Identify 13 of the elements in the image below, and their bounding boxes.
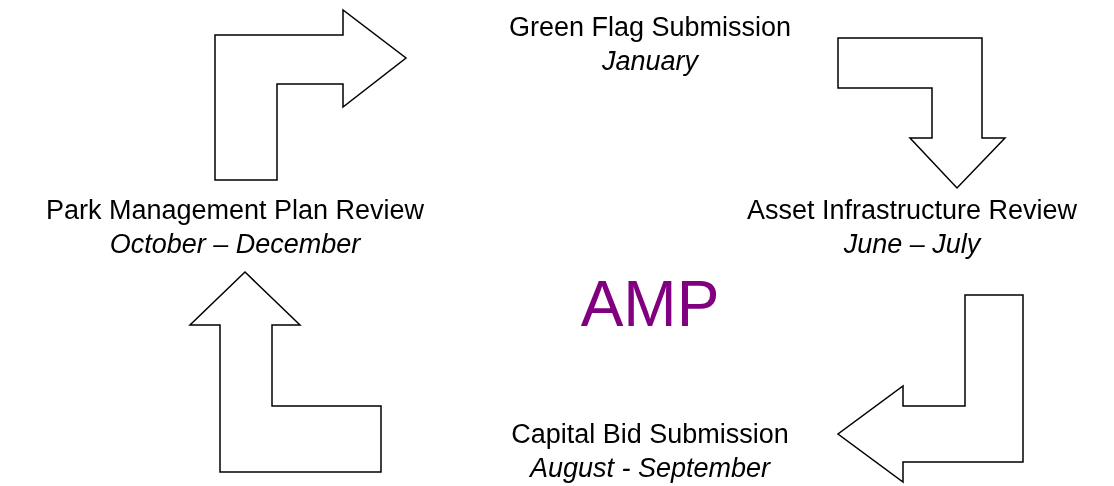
- stage-period: October – December: [109, 228, 361, 261]
- stage-title: Asset Infrastructure Review: [746, 194, 1078, 227]
- stage-period: June – July: [843, 228, 981, 261]
- stage-title: Green Flag Submission: [508, 11, 792, 44]
- block-arrow: [836, 294, 1024, 484]
- stage-title: Capital Bid Submission: [511, 418, 789, 451]
- center-label: AMP: [579, 268, 721, 340]
- stage-title: Park Management Plan Review: [45, 194, 425, 227]
- stage-period: January: [601, 45, 699, 78]
- block-arrow: [837, 37, 1007, 190]
- block-arrow: [188, 270, 382, 473]
- stage-period: August - September: [529, 452, 771, 485]
- block-arrow: [214, 8, 408, 181]
